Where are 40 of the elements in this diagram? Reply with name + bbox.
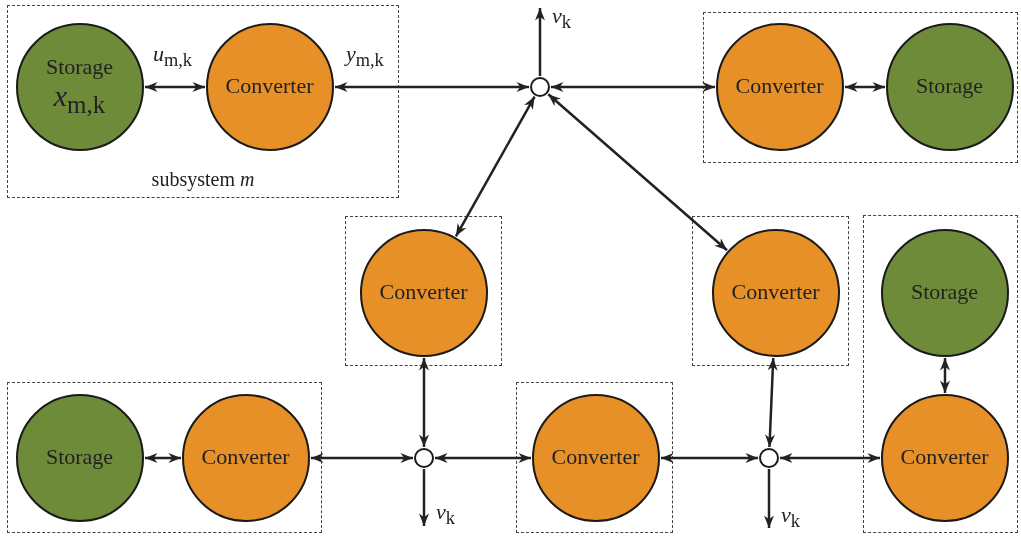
subsystem-frame	[7, 5, 399, 198]
arrow	[547, 93, 728, 252]
arrow	[419, 469, 429, 526]
arrow	[661, 453, 758, 463]
subsystem-frame	[7, 382, 322, 533]
arrow	[845, 82, 885, 92]
node-label: Storage	[915, 74, 984, 99]
subsystem-frame	[516, 382, 673, 533]
arrow	[311, 453, 413, 463]
arrow	[551, 82, 715, 92]
junction-circle	[414, 448, 434, 468]
node-label: Converter	[225, 74, 314, 99]
arrow	[454, 95, 536, 237]
arrow	[780, 453, 880, 463]
state-variable: x$_{m,k}$	[53, 78, 106, 119]
node-label: Storage	[45, 54, 114, 79]
node-label: Storage	[45, 445, 114, 470]
node-label: Converter	[201, 445, 290, 470]
subsystem-label: subsystem m	[151, 168, 255, 191]
node-label: Converter	[731, 280, 820, 305]
arrow	[435, 453, 531, 463]
subsystem-frame	[703, 12, 1018, 163]
node-label: Converter	[900, 445, 989, 470]
subsystem-frame	[863, 215, 1018, 533]
arrow	[145, 82, 205, 92]
arrow	[765, 357, 778, 448]
arrow	[535, 8, 545, 76]
arrow	[764, 469, 774, 528]
junction-circle	[530, 77, 550, 97]
node-label: Converter	[735, 74, 824, 99]
arrow	[335, 82, 529, 92]
node-label: Converter	[551, 445, 640, 470]
node-label: Converter	[379, 280, 468, 305]
arrow	[940, 358, 950, 393]
arrow	[419, 358, 429, 447]
node-label: Storage	[910, 280, 979, 305]
subsystem-frame	[692, 216, 849, 366]
junction-circle	[759, 448, 779, 468]
arrow	[145, 453, 181, 463]
subsystem-frame	[345, 216, 502, 366]
